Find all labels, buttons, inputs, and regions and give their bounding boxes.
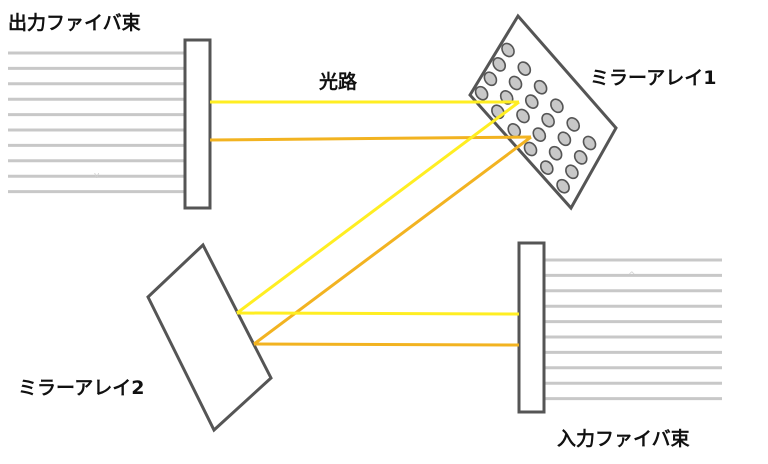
mirror-array-2-label: ミラーアレイ2 [18,377,144,399]
mirror-cell [550,98,564,114]
mirror-cell [573,150,588,165]
beam-yellow-cross [236,100,520,315]
output-fiber-bundle-label: 出力ファイバ束 [8,11,142,34]
mirror-cell [548,145,563,161]
output-fibers [8,51,185,194]
mirror-array-1-label: ミラーアレイ1 [590,67,716,89]
mirror-array-1 [468,13,618,211]
input-fiber-bundle: ^ [517,241,722,414]
mirror-cell [508,75,523,91]
mirror-cell [556,178,570,194]
mirror-cell [483,71,498,87]
mirror-cell [532,127,547,142]
output-fiber-mark: v [94,171,100,181]
input-fibers [544,258,722,401]
mirror-cell [533,79,548,95]
beam-orange-output [209,135,532,142]
mirror-cell [557,131,572,147]
mirror-cell [524,94,539,109]
mirror-cell [565,164,579,180]
mirror-cell [517,61,532,76]
mirror-cell [523,141,538,157]
beam-yellow-input [236,311,520,316]
optical-path-label: 光路 [318,70,358,93]
mirror-cell [539,160,554,175]
mirror-cell [492,57,507,72]
mirror-cell [501,42,515,58]
mirror-array-2 [146,242,273,433]
optical-beams [209,100,532,347]
mirror-cell [474,85,489,101]
mirror-cell [541,112,555,128]
mirror-cell [566,117,581,132]
beam-orange-input [253,342,520,347]
beam-orange-cross [253,135,532,346]
mirror-cell [582,135,597,151]
output-fiber-bundle: v [8,38,212,210]
input-fiber-mark: ^ [628,271,636,281]
mirror-cell [516,108,530,124]
input-fiber-collimator [517,241,546,414]
output-fiber-collimator [183,38,212,210]
mirror-array-1-cells [474,42,597,194]
input-fiber-bundle-label: 入力ファイバ束 [557,427,691,450]
